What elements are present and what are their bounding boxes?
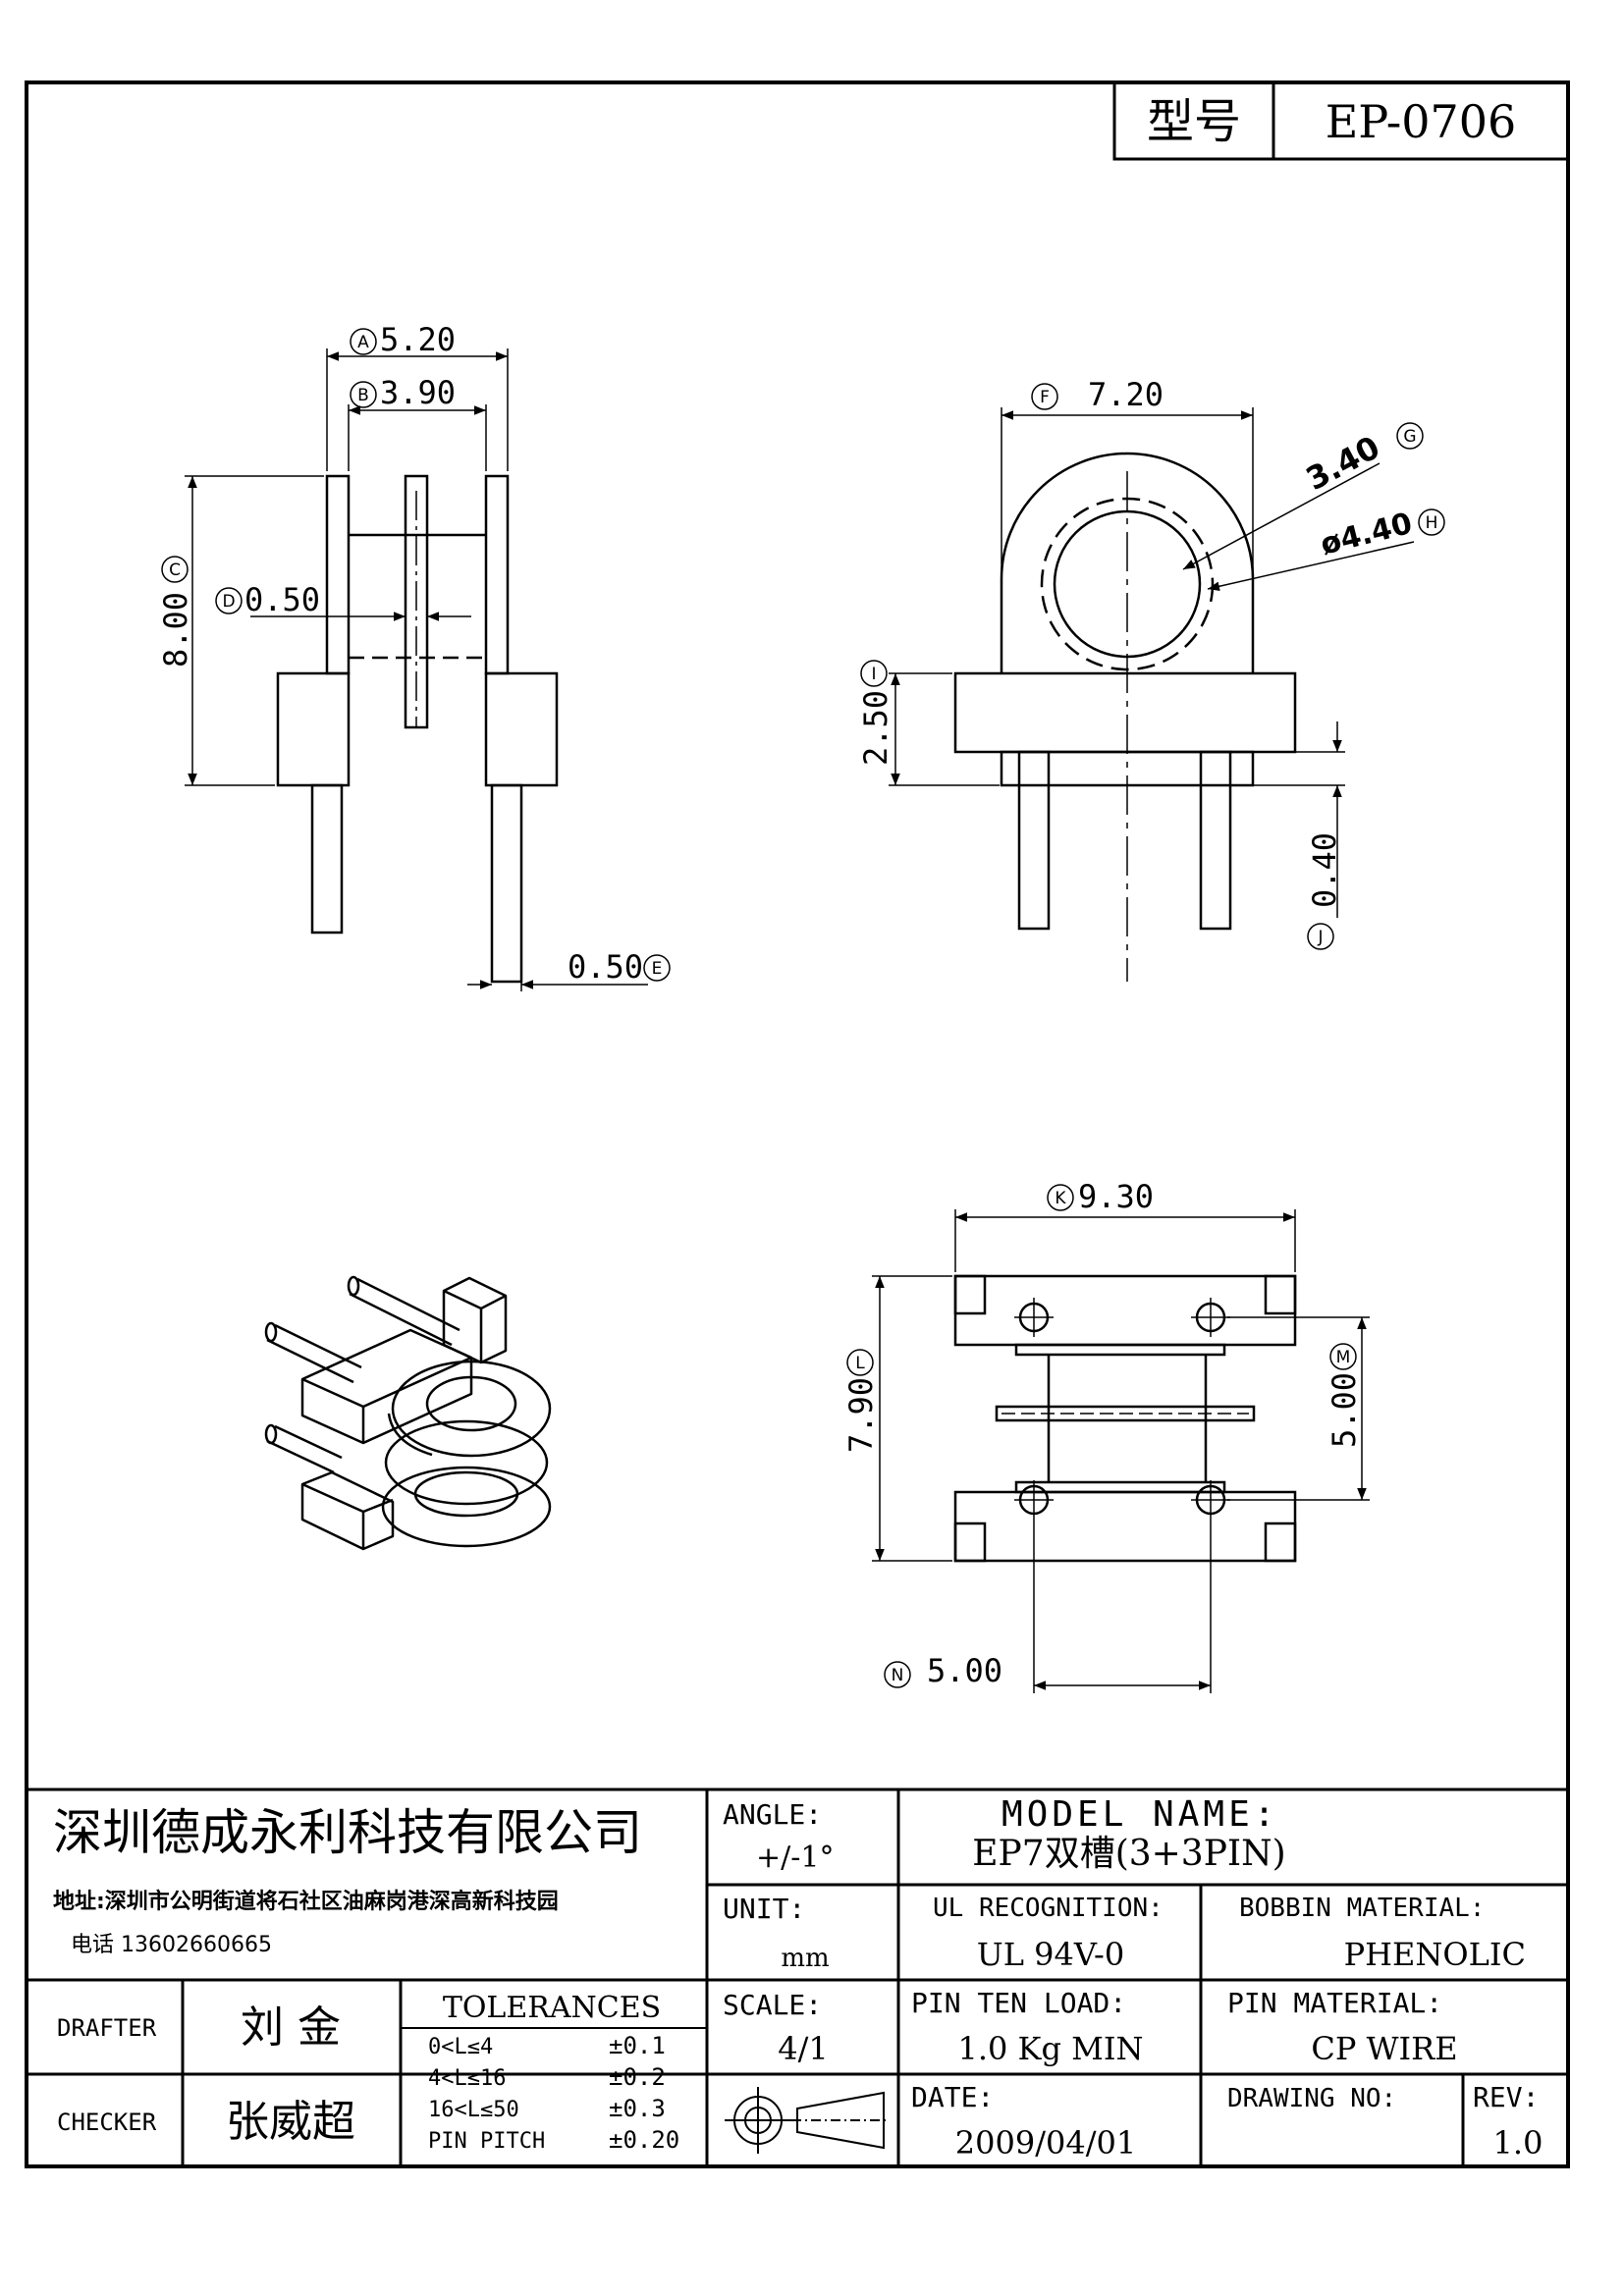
model-name-value: EP7双槽(3+3PIN) (972, 1834, 1285, 1874)
checker-name: 张威超 (226, 2097, 355, 2147)
model-value: EP-0706 (1326, 95, 1517, 148)
dim-d: 0.50 (244, 581, 320, 618)
bottom-view (872, 1209, 1370, 1693)
tolerances-label: TOLERANCES (443, 1991, 661, 2025)
title-block-text: 深圳德成永利科技有限公司 地址:深圳市公明街道将石社区油麻岗港深高新科技园 电话… (53, 1794, 1543, 2162)
company-address: 地址:深圳市公明街道将石社区油麻岗港深高新科技园 (53, 1889, 559, 1914)
isometric-view (264, 1275, 552, 1551)
front-base-left (276, 671, 351, 787)
side-body-outline (1000, 452, 1255, 673)
model-name-label: MODEL NAME: (1001, 1794, 1278, 1835)
bottom-flange-top (953, 1274, 1297, 1347)
marker-k: K (1055, 1189, 1066, 1208)
rev-label: REV: (1473, 2081, 1539, 2113)
bottom-flange-bottom (953, 1490, 1297, 1563)
marker-c: C (169, 561, 181, 580)
drafter-name: 刘 金 (241, 2002, 341, 2053)
pin-load-label: PIN TEN LOAD: (911, 1987, 1126, 2019)
ul-value: UL 94V-0 (977, 1936, 1124, 1973)
model-box: 型号 EP-0706 (1112, 80, 1570, 161)
bobbin-label: BOBBIN MATERIAL: (1239, 1894, 1485, 1923)
tolerance-value: ±0.2 (609, 2063, 666, 2091)
bottom-view-labels: K 9.30 L 7.90 M 5.00 N 5.00 (842, 1178, 1363, 1689)
side-view (889, 407, 1415, 982)
checker-label: CHECKER (57, 2109, 157, 2136)
pin-material-label: PIN MATERIAL: (1227, 1987, 1442, 2019)
marker-m: M (1336, 1348, 1351, 1367)
date-label: DATE: (911, 2081, 994, 2113)
pin-load-value: 1.0 Kg MIN (957, 2030, 1143, 2067)
tolerance-range: PIN PITCH (428, 2129, 545, 2154)
tolerance-value: ±0.1 (609, 2032, 666, 2059)
dim-l: 7.90 (842, 1377, 880, 1453)
marker-i: I (871, 665, 876, 684)
dim-j: 0.40 (1306, 832, 1343, 908)
front-flange-right (484, 474, 510, 675)
angle-label: ANGLE: (723, 1798, 822, 1831)
drawing-no-label: DRAWING NO: (1227, 2084, 1396, 2113)
marker-n: N (892, 1666, 904, 1685)
scale-value: 4/1 (778, 2030, 829, 2067)
dim-c: 8.00 (157, 592, 194, 667)
dim-g: 3.40 (1300, 428, 1386, 498)
marker-a: A (357, 333, 369, 352)
side-view-labels: F 7.20 3.40 G ø4.40 H I 2.50 0.40 J (857, 376, 1445, 950)
front-view-labels: A 5.20 B 3.90 C 8.00 D 0.50 0.50 E (157, 321, 671, 986)
bottom-divider (995, 1405, 1256, 1422)
marker-b: B (357, 386, 369, 405)
dim-k: 9.30 (1078, 1178, 1154, 1215)
front-view (185, 348, 648, 991)
side-pin-right (1199, 750, 1232, 931)
angle-value: +/-1° (756, 1841, 834, 1875)
front-flange-left (325, 474, 351, 675)
company-phone: 电话 13602660665 (71, 1933, 272, 1957)
scale-label: SCALE: (723, 1989, 822, 2021)
drafter-label: DRAFTER (57, 2014, 157, 2042)
company-name: 深圳德成永利科技有限公司 (53, 1804, 642, 1861)
dim-e: 0.50 (568, 948, 643, 986)
marker-j: J (1317, 928, 1323, 947)
dim-n: 5.00 (927, 1652, 1002, 1689)
tolerance-value: ±0.3 (609, 2095, 666, 2122)
marker-h: H (1426, 513, 1438, 533)
dim-i: 2.50 (857, 690, 894, 766)
dim-h: ø4.40 (1317, 507, 1415, 562)
sheet-border (25, 80, 1570, 2168)
model-label: 型号 (1147, 94, 1241, 149)
dim-f: 7.20 (1088, 376, 1164, 413)
unit-value: mm (781, 1944, 829, 1973)
front-base-right (484, 671, 559, 787)
marker-l: L (855, 1354, 865, 1373)
dim-m: 5.00 (1326, 1372, 1363, 1448)
unit-label: UNIT: (723, 1893, 805, 1925)
front-pin-left (310, 783, 344, 934)
tolerance-range: 4<L≤16 (428, 2066, 506, 2091)
projection-symbol (725, 2087, 890, 2154)
side-base (955, 673, 1295, 785)
front-pin-right (490, 783, 523, 984)
marker-e: E (652, 959, 663, 979)
dim-a: 5.20 (380, 321, 456, 358)
tolerance-value: ±0.20 (609, 2126, 679, 2154)
tolerance-range: 16<L≤50 (428, 2098, 519, 2122)
marker-f: F (1040, 388, 1050, 407)
title-block (27, 1788, 1568, 2166)
tolerance-range: 0<L≤4 (428, 2035, 493, 2059)
marker-d: D (222, 592, 235, 612)
rev-value: 1.0 (1493, 2124, 1543, 2162)
dim-b: 3.90 (380, 374, 456, 411)
marker-g: G (1403, 427, 1416, 447)
side-pin-left (1017, 750, 1051, 931)
date-value: 2009/04/01 (955, 2124, 1136, 2162)
ul-label: UL RECOGNITION: (933, 1894, 1164, 1923)
pin-material-value: CP WIRE (1311, 2030, 1457, 2067)
bobbin-value: PHENOLIC (1344, 1936, 1526, 1973)
front-divider (404, 474, 429, 729)
